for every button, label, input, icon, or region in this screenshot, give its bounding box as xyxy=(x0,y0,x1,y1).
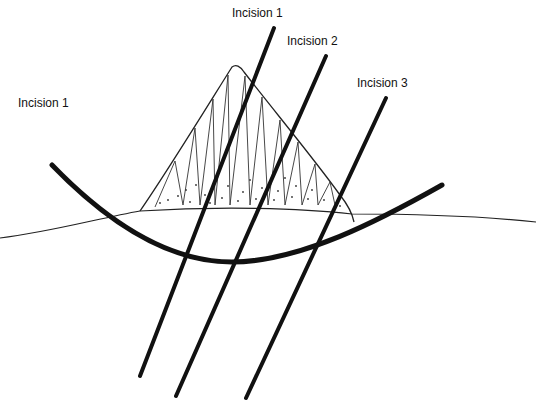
incision-label: Incision 1 xyxy=(18,96,69,110)
incision-label: Incision 3 xyxy=(357,76,408,90)
lesion-outline xyxy=(140,66,354,222)
incision-label: Incision 2 xyxy=(287,34,338,48)
incision-curve xyxy=(52,165,442,262)
skin-line xyxy=(0,208,536,238)
incision-line xyxy=(246,98,386,398)
incision-label: Incision 1 xyxy=(232,6,283,20)
incision-line xyxy=(176,56,326,396)
stippling xyxy=(159,177,341,207)
